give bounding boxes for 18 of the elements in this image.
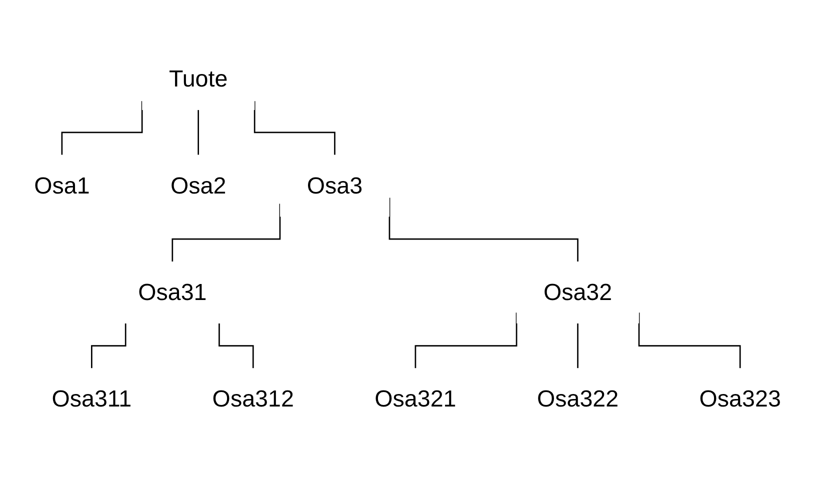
- node-text: Osa32: [543, 278, 612, 306]
- node-text: Osa312: [212, 386, 294, 413]
- node-text: Osa311: [52, 386, 132, 413]
- connector: [218, 324, 254, 370]
- connector: [91, 324, 126, 370]
- node-text: Osa1: [34, 172, 90, 200]
- node-text: Tuote: [168, 66, 228, 92]
- connector: [577, 324, 578, 370]
- connector: [198, 110, 199, 156]
- node-text: Osa321: [374, 386, 456, 413]
- connector: [61, 102, 143, 156]
- node-text: Osa322: [536, 386, 619, 413]
- node-text: Osa2: [170, 172, 226, 200]
- node-text: Osa323: [699, 386, 781, 413]
- connector: [414, 312, 518, 370]
- tree-diagram: Tuote Osa1 Osa2 Osa3 Osa31 Osa32 Osa311 Osa312 Osa321 Osa322 Osa323: [0, 41, 815, 438]
- connector: [388, 198, 578, 263]
- node-text: Osa31: [138, 278, 207, 306]
